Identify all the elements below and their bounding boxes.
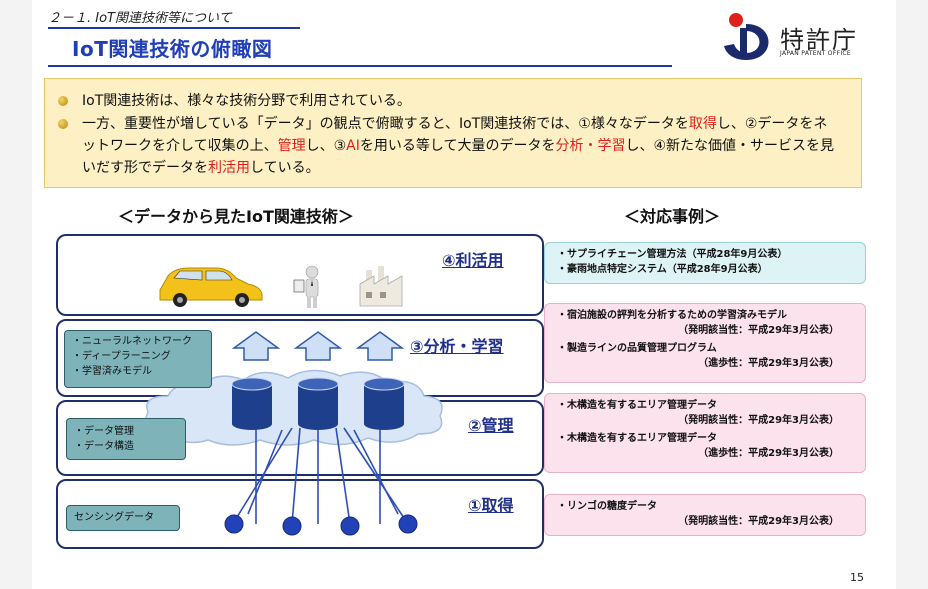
up-arrow-icon (355, 331, 405, 361)
layer-name-acquire: ①取得 (468, 496, 514, 515)
layer-name-analysis: ③分析・学習 (410, 337, 504, 356)
summary-bullet-1: IoT関連技術は、様々な技術分野で利用されている。 (58, 90, 840, 112)
cases-manage: ・木構造を有するエリア管理データ （発明該当性：平成29年3月公表） ・木構造を… (544, 393, 866, 473)
sensor-node-icon (282, 516, 302, 536)
jpo-logo-icon (724, 13, 769, 60)
factory-icon (359, 266, 403, 307)
page-number: 15 (850, 571, 864, 584)
keyword-acquire: 取得 (688, 116, 717, 132)
logo-name: 特許庁 (780, 26, 858, 54)
layer-use (56, 234, 544, 316)
up-arrow-icon (231, 331, 281, 361)
summary-bullet-2: 一方、重要性が増している「データ」の観点で俯瞰すると、IoT関連技術では、①様々… (58, 113, 840, 179)
section-underline (48, 27, 300, 29)
bullet-icon (58, 96, 68, 106)
label-acquire: センシングデータ (66, 505, 180, 531)
car-icon (159, 267, 263, 307)
heading-diagram: ＜データから見たIoT関連技術＞ (118, 207, 354, 226)
person-icon (293, 265, 319, 308)
cases-acquire: ・リンゴの糖度データ （発明該当性：平成29年3月公表） (544, 494, 866, 536)
label-analysis: ・ニューラルネットワーク ・ディープラーニング ・学習済みモデル (64, 330, 212, 388)
layer-name-use: ④利活用 (442, 251, 504, 270)
page-title: IoT関連技術の俯瞰図 (72, 37, 273, 61)
section-label: ２－１. IoT関連技術等について (48, 11, 232, 26)
keyword-ai: AI (346, 138, 360, 154)
diagram-graphics (145, 265, 443, 536)
database-icon (231, 377, 273, 430)
keyword-manage: 管理 (277, 138, 306, 154)
cases-use: ・サプライチェーン管理方法（平成28年9月公表） ・豪雨地点特定システム（平成2… (544, 242, 866, 284)
logo-subtitle: JAPAN PATENT OFFICE (780, 50, 851, 57)
layer-name-manage: ②管理 (468, 416, 514, 435)
heading-cases: ＜対応事例＞ (624, 207, 721, 226)
sensor-node-icon (398, 514, 418, 534)
sensor-node-icon (224, 514, 244, 534)
up-arrow-icon (293, 331, 343, 361)
sensor-node-icon (340, 516, 360, 536)
database-icon (363, 377, 405, 430)
bullet-icon (58, 119, 68, 129)
label-manage: ・データ管理 ・データ構造 (66, 418, 186, 460)
title-underline (48, 65, 672, 67)
summary-box (44, 78, 862, 188)
slide: ２－１. IoT関連技術等について IoT関連技術の俯瞰図 特許庁 JAPAN … (32, 0, 896, 589)
cases-analysis: ・宿泊施設の評判を分析するための学習済みモデル （発明該当性：平成29年3月公表… (544, 303, 866, 383)
database-icon (297, 377, 339, 430)
keyword-use: 利活用 (208, 160, 250, 176)
keyword-analysis: 分析・学習 (555, 138, 626, 154)
